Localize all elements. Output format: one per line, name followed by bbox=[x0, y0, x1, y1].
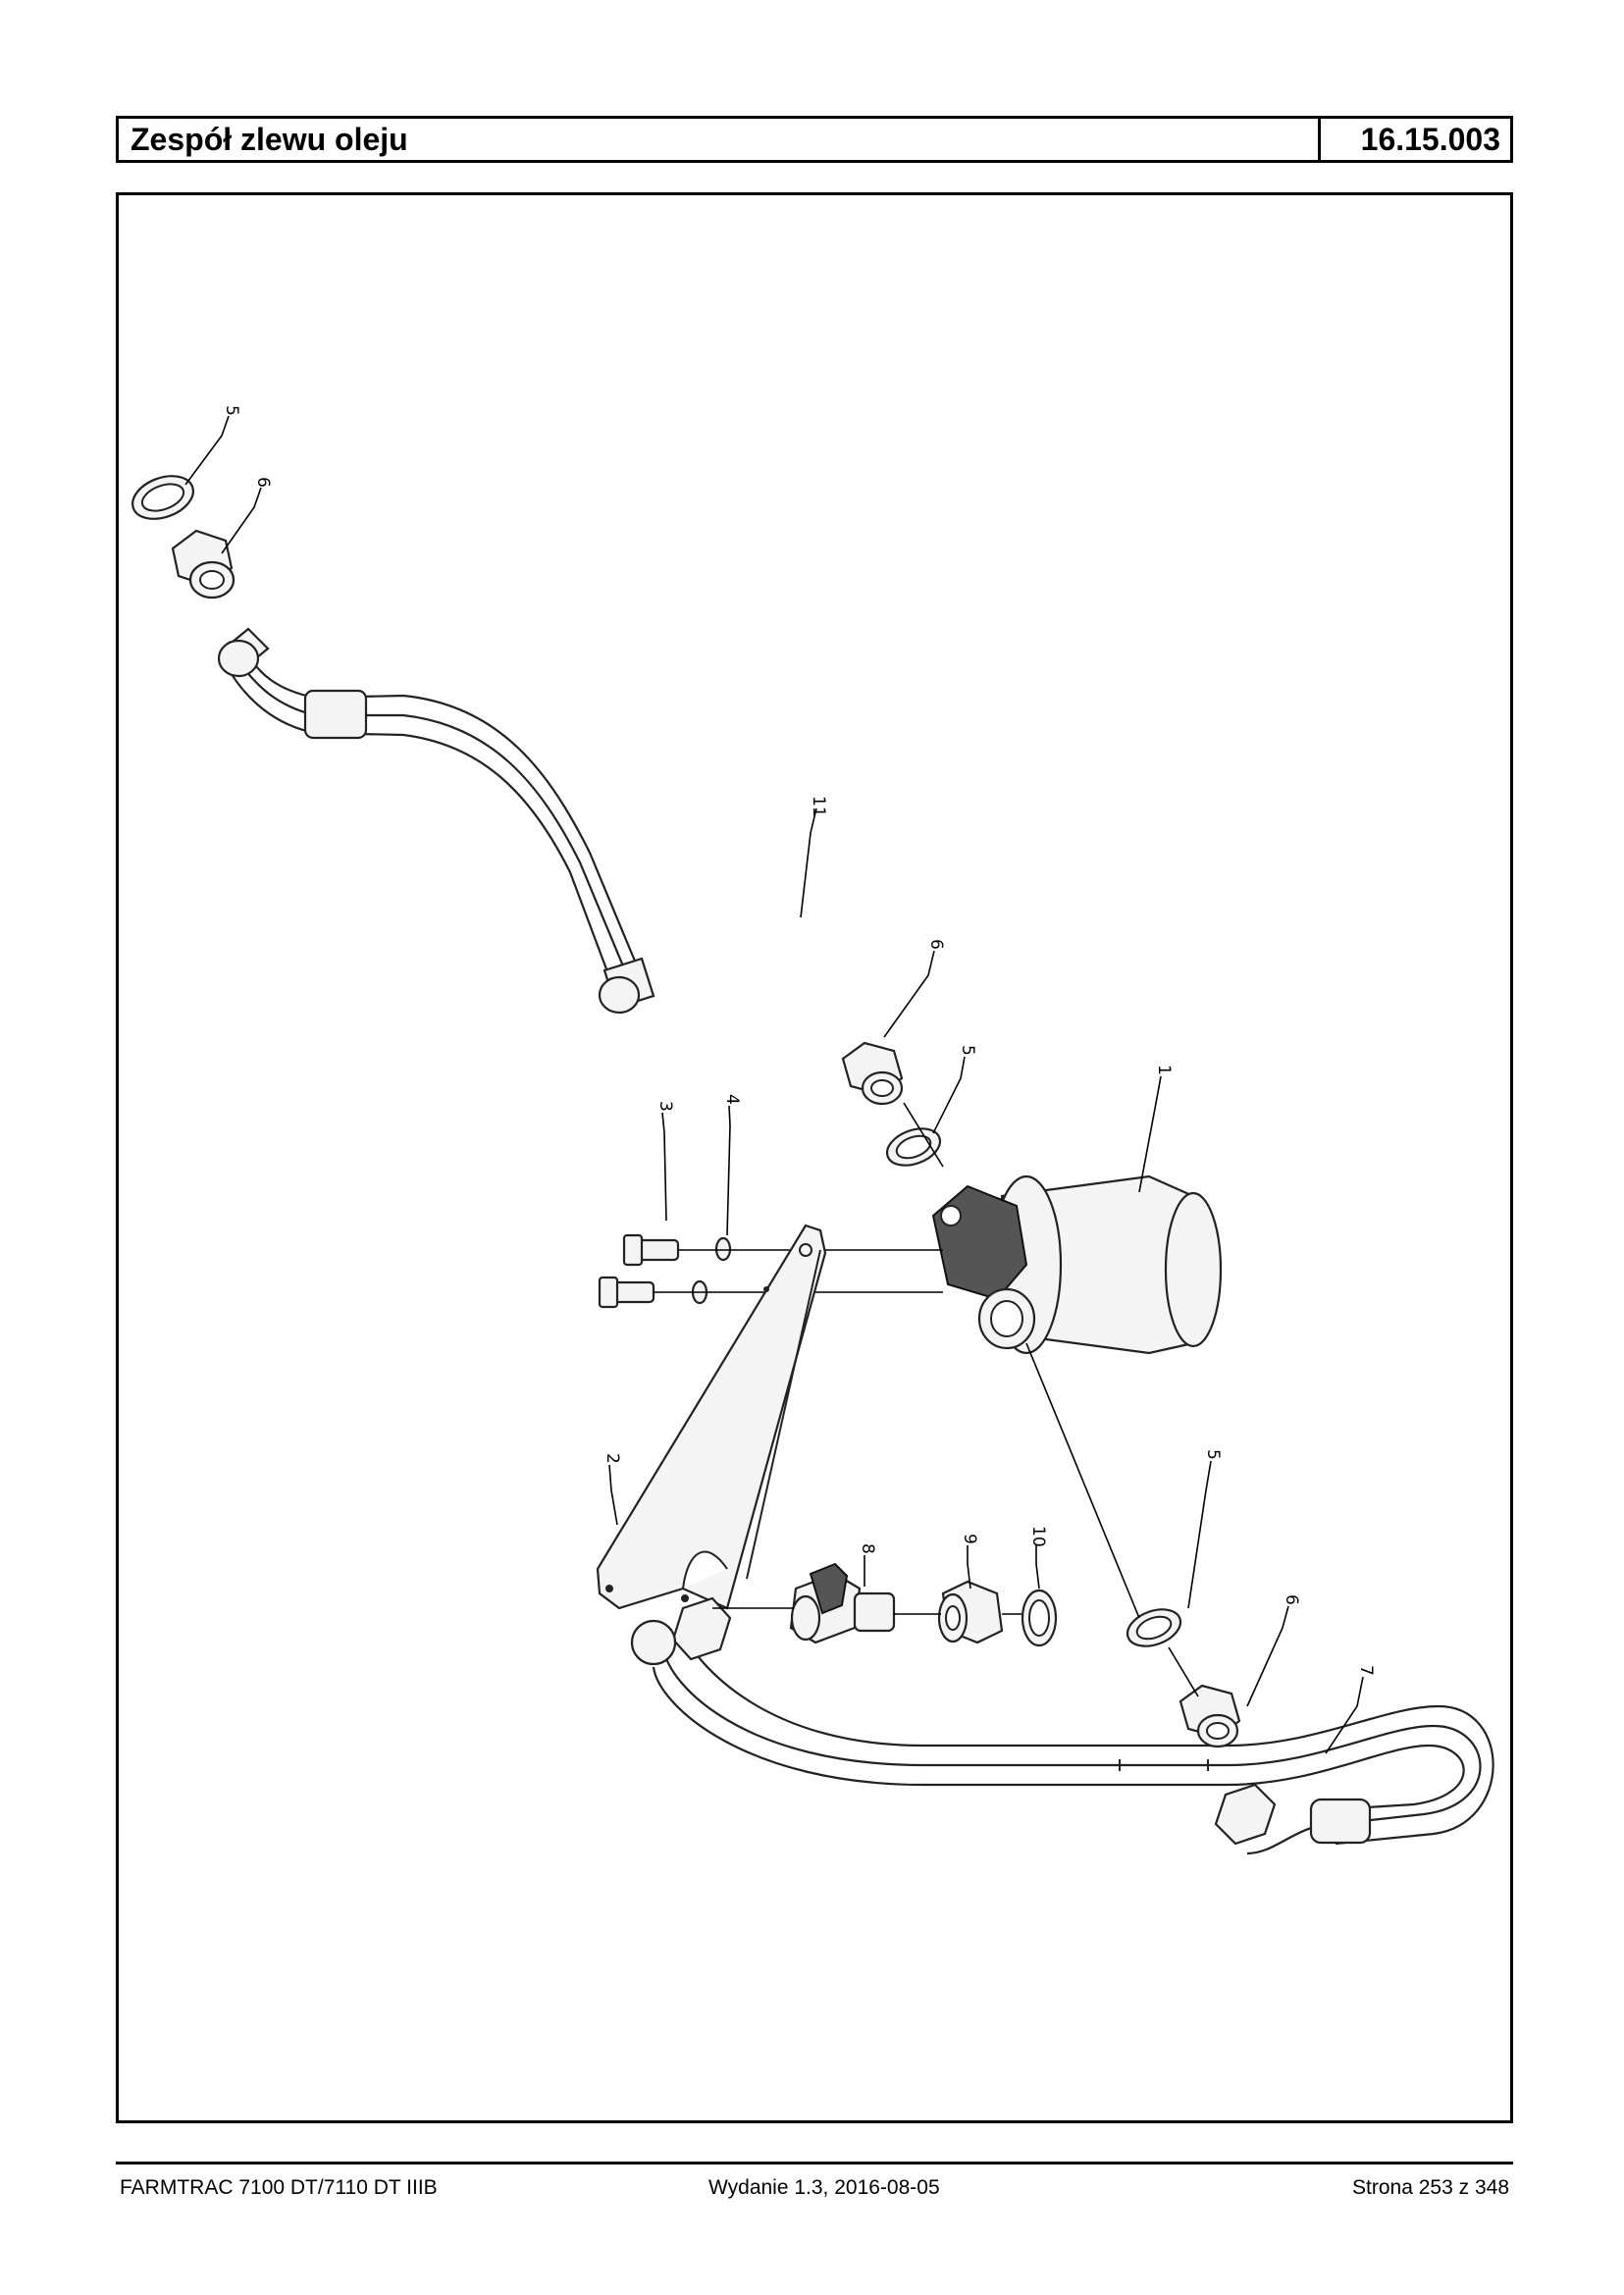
callout-label: 2 bbox=[602, 1453, 622, 1464]
lower-hose bbox=[630, 1596, 1494, 1855]
callout-label: 10 bbox=[1028, 1526, 1048, 1547]
callout-label: 1 bbox=[1154, 1065, 1174, 1075]
callout-label: 7 bbox=[1356, 1665, 1376, 1676]
fitting-nut bbox=[171, 529, 236, 600]
callout-label: 6 bbox=[1282, 1594, 1301, 1605]
upper-hose bbox=[217, 627, 655, 1015]
mounting-bracket bbox=[596, 1224, 827, 1610]
fitting-nut-lower bbox=[1179, 1684, 1241, 1748]
exploded-parts-diagram: 5 6 11 6 5 1 3 4 2 8 9 10 5 6 7 bbox=[131, 405, 1494, 1855]
fitting-nut-middle bbox=[841, 1041, 904, 1106]
callout-label: 3 bbox=[655, 1101, 675, 1112]
callout-label: 8 bbox=[858, 1543, 877, 1554]
section-code: 16.15.003 bbox=[1360, 122, 1500, 157]
page-header: Zespół zlewu oleju 16.15.003 bbox=[116, 116, 1513, 163]
callout-label: 5 bbox=[222, 405, 241, 416]
callout-label: 5 bbox=[958, 1045, 977, 1056]
diagram-frame: 5 6 11 6 5 1 3 4 2 8 9 10 5 6 7 bbox=[116, 192, 1513, 2123]
footer-model: FARMTRAC 7100 DT/7110 DT IIIB bbox=[120, 2176, 438, 2199]
page-footer: FARMTRAC 7100 DT/7110 DT IIIB Wydanie 1.… bbox=[120, 2174, 1509, 2202]
callout-label: 6 bbox=[926, 939, 946, 950]
tee-fitting bbox=[789, 1562, 896, 1644]
bolts-and-washers bbox=[598, 1233, 943, 1309]
adapter-fitting bbox=[937, 1580, 1004, 1644]
callout-labels: 5 6 11 6 5 1 3 4 2 8 9 10 5 6 7 bbox=[222, 405, 1376, 1676]
callout-label: 5 bbox=[1203, 1449, 1223, 1460]
leader-lines bbox=[184, 415, 1364, 1754]
oil-filter bbox=[931, 1174, 1223, 1355]
callout-label: 9 bbox=[960, 1534, 979, 1544]
page-title: Zespół zlewu oleju bbox=[119, 119, 1321, 160]
callout-label: 4 bbox=[722, 1094, 742, 1105]
callout-label: 6 bbox=[253, 477, 273, 488]
footer-page-number: Strona 253 z 348 bbox=[1352, 2176, 1509, 2199]
footer-divider bbox=[116, 2162, 1513, 2165]
footer-edition: Wydanie 1.3, 2016-08-05 bbox=[708, 2176, 940, 2199]
callout-label: 11 bbox=[809, 796, 828, 817]
